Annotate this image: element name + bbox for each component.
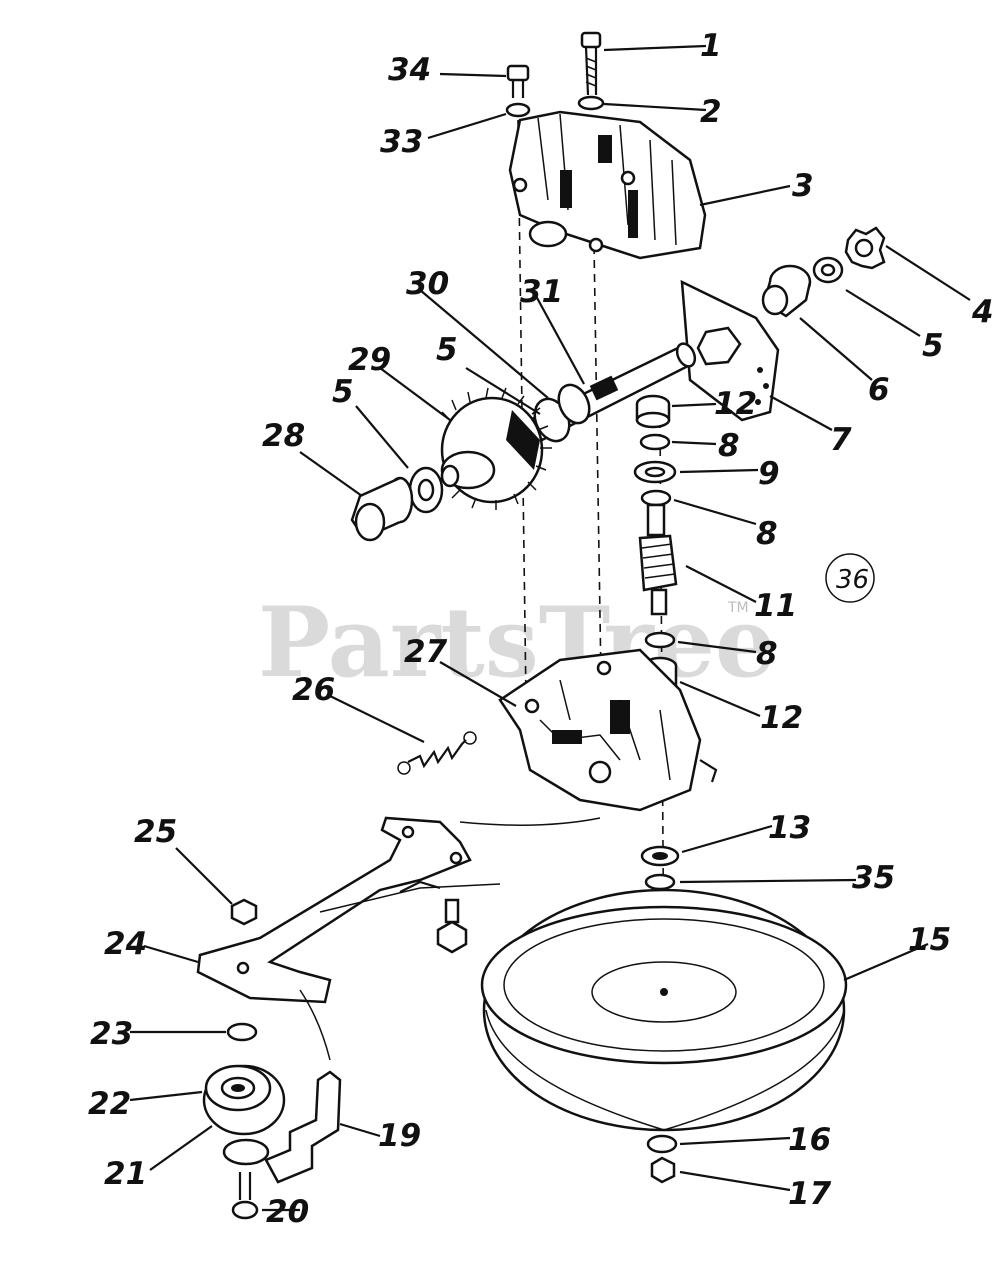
part-bushing-6 [761, 264, 812, 318]
callout-12-bottom: 12 [760, 700, 803, 736]
callout-labels: 1 2 3 4 5 5 5 5 6 7 8 8 8 9 11 12 12 13 … [88, 28, 994, 1230]
callout-34: 34 [388, 52, 431, 88]
part-washer-8-b [640, 489, 672, 507]
alignment-line-left [517, 119, 527, 701]
callout-5-left: 5 [332, 374, 354, 410]
part-worm-gear-11 [638, 503, 678, 616]
part-washer-8-a [639, 433, 671, 451]
part-shaft-assembly [528, 342, 697, 443]
diagram-reference-circle [825, 553, 875, 603]
part-plate-7 [680, 279, 780, 422]
callout-28: 28 [262, 418, 305, 454]
part-bearing-9 [633, 460, 677, 484]
part-spring-26 [397, 731, 477, 775]
callout-8-c: 8 [756, 636, 778, 672]
part-nut-25 [230, 898, 258, 926]
part-washer-16 [646, 1134, 678, 1154]
callout-17: 17 [788, 1176, 832, 1212]
part-washer-pulley [222, 1138, 270, 1166]
part-bushing-12-top [635, 394, 671, 429]
callout-15: 15 [908, 922, 951, 958]
callout-11: 11 [754, 588, 797, 624]
callout-23: 23 [90, 1016, 133, 1052]
part-washer-35 [644, 873, 676, 891]
callout-20: 20 [266, 1194, 309, 1230]
callout-26: 26 [292, 672, 335, 708]
part-bolt-20 [231, 1172, 259, 1220]
part-upper-housing-3 [508, 110, 707, 260]
callout-12-top: 12 [714, 386, 757, 422]
leader-lines [129, 44, 971, 1212]
watermark: PartsTree [258, 586, 776, 699]
part-sprocket-4 [844, 226, 886, 270]
callout-30: 30 [406, 266, 449, 302]
callout-19: 19 [378, 1118, 421, 1154]
callout-1: 1 [700, 28, 722, 64]
part-idler-pulley-21-22 [202, 1064, 286, 1136]
part-bolt-1 [580, 31, 602, 96]
part-bracket-19 [264, 989, 342, 1184]
callout-7: 7 [830, 422, 852, 458]
callout-25: 25 [134, 814, 177, 850]
part-gear-29 [437, 387, 552, 510]
part-lower-housing-27 [498, 648, 718, 812]
callout-13: 13 [768, 810, 811, 846]
diagram-reference-number: 36 [836, 565, 869, 595]
part-nut-2 [577, 95, 605, 111]
callout-21: 21 [104, 1156, 147, 1192]
callout-5-right: 5 [922, 328, 944, 364]
callout-31: 31 [520, 274, 563, 310]
callout-29: 29 [348, 342, 391, 378]
callout-6: 6 [868, 372, 890, 408]
callout-3: 3 [792, 168, 814, 204]
part-bracket-arm-24 [196, 816, 601, 1004]
part-bolt-34 [506, 64, 530, 98]
part-washer-33 [505, 102, 531, 118]
callout-27: 27 [404, 634, 448, 670]
callout-2: 2 [700, 94, 722, 130]
callout-5-shaft: 5 [436, 332, 458, 368]
watermark-trademark: TM [727, 600, 749, 616]
part-washer-8-c [644, 631, 676, 649]
part-bushing-28 [350, 476, 414, 542]
callout-4: 4 [971, 294, 994, 330]
callout-22: 22 [88, 1086, 131, 1122]
callout-8-a: 8 [718, 428, 740, 464]
callout-33: 33 [380, 124, 423, 160]
callout-8-b: 8 [756, 516, 778, 552]
callout-16: 16 [788, 1122, 831, 1158]
part-nut-arm [436, 898, 468, 954]
callout-9: 9 [758, 456, 780, 492]
part-nut-17 [650, 1156, 676, 1184]
callout-24: 24 [104, 926, 147, 962]
part-main-pulley-15 [480, 888, 848, 1132]
part-washer-23 [226, 1022, 258, 1042]
callout-35: 35 [852, 860, 895, 896]
part-bearing-13 [640, 845, 680, 867]
